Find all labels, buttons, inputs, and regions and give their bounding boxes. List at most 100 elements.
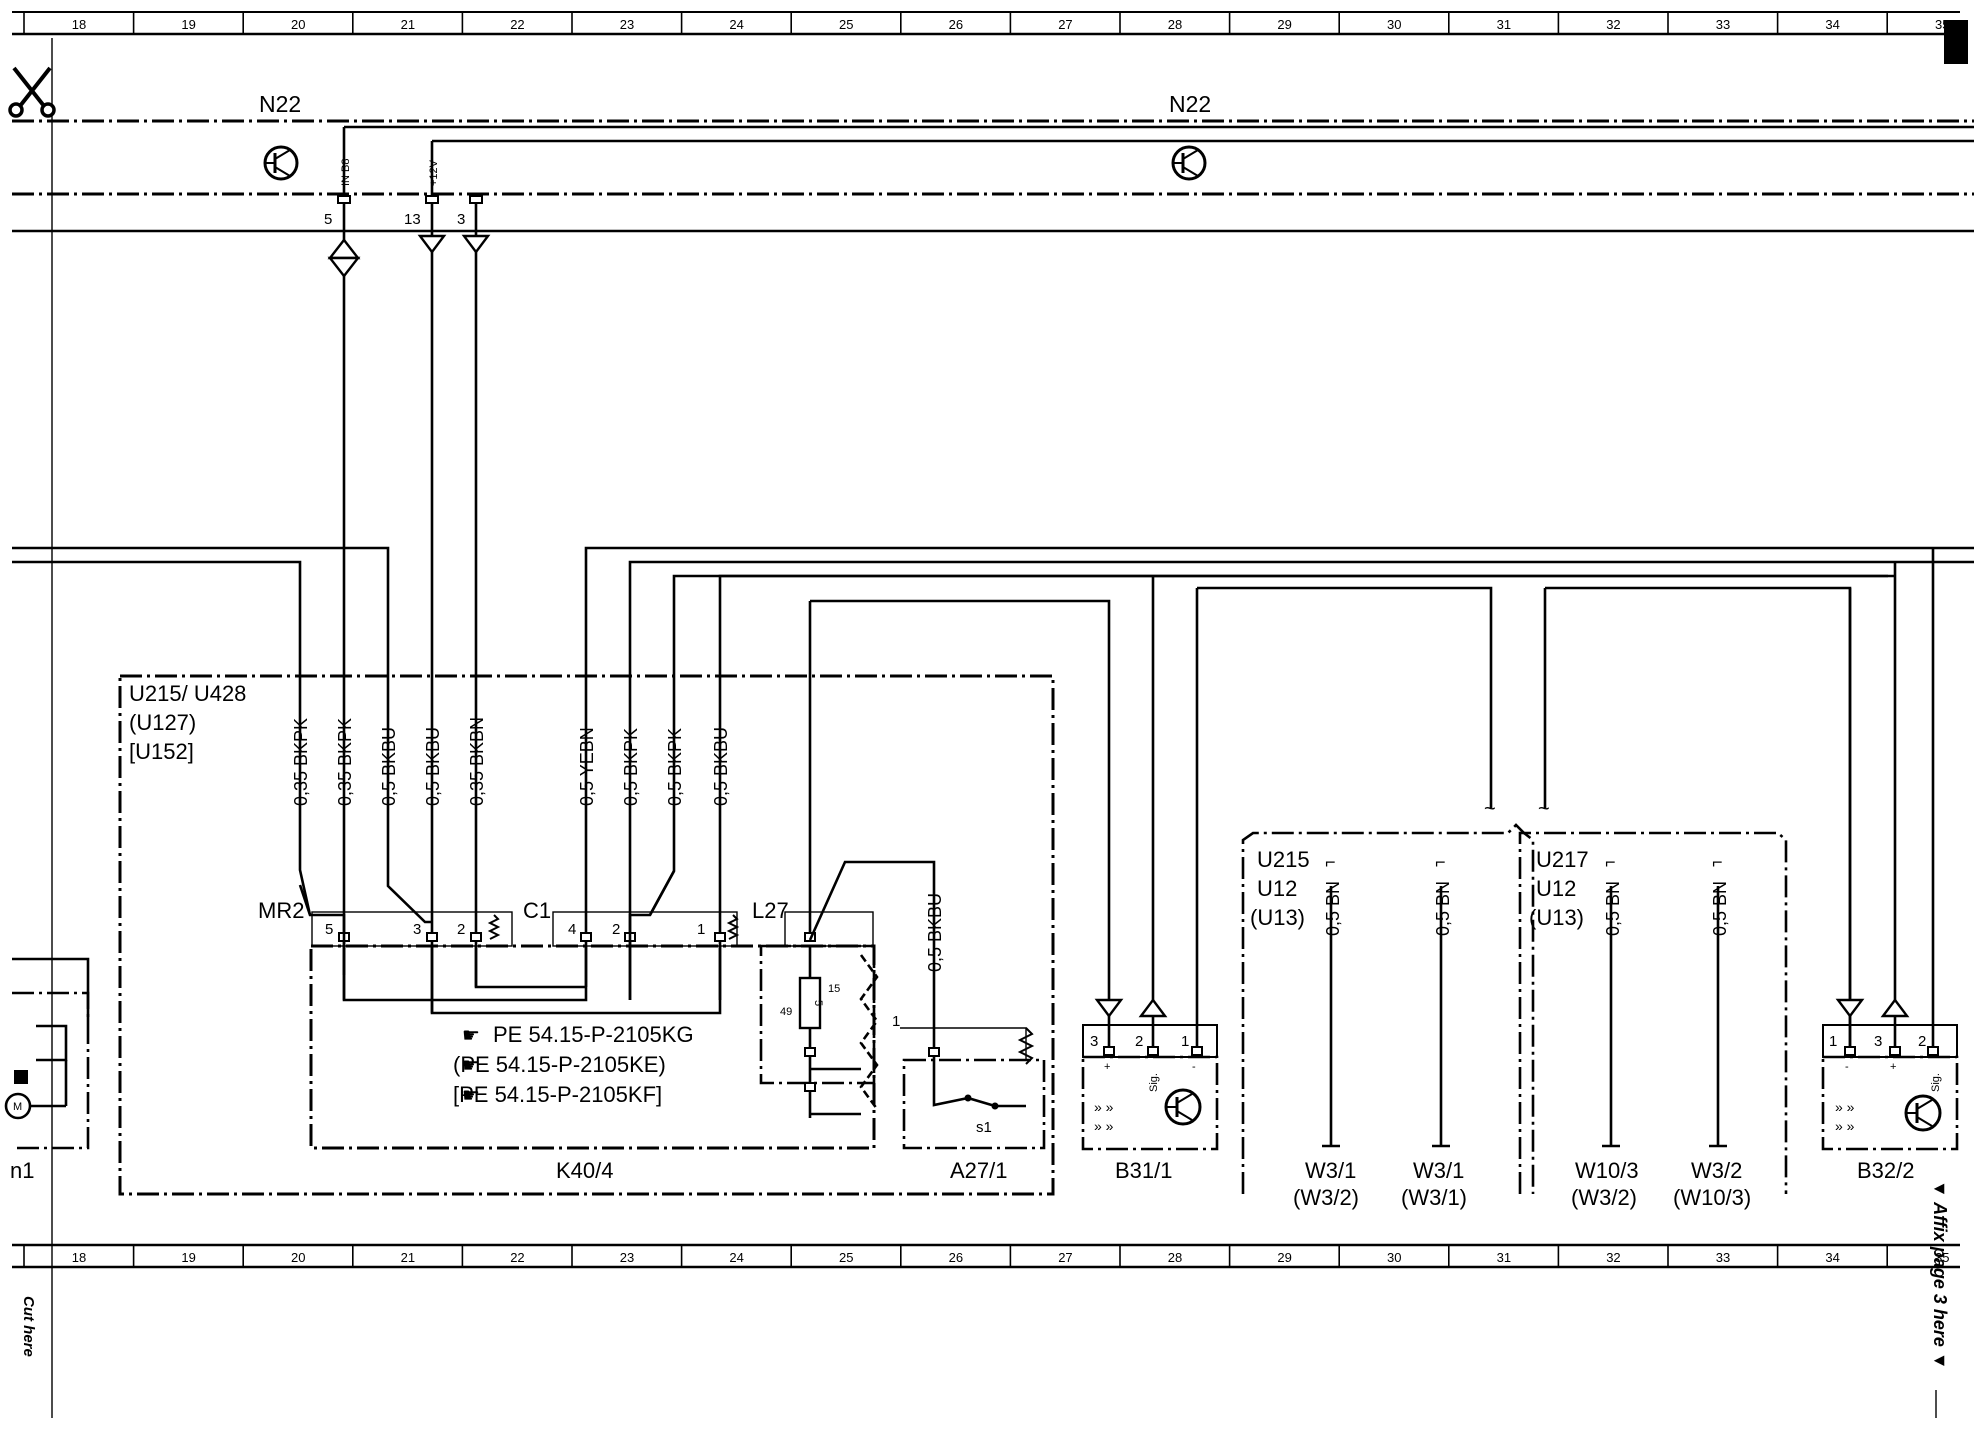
grid-column-number: 35 — [1935, 1250, 1949, 1265]
svg-text:3: 3 — [413, 921, 421, 938]
grid-column-number: 29 — [1277, 1250, 1291, 1265]
light-sensor-icon: » » — [1835, 1099, 1855, 1115]
b32-sensor: 1 3 2 - + Sig. » » » » — [1821, 1024, 1959, 1151]
reference-1: PE 54.15-P-2105KG — [493, 1022, 694, 1047]
output-arrow-icon — [461, 234, 491, 254]
svg-text:3: 3 — [1090, 1033, 1098, 1050]
light-sensor-icon: » » — [1094, 1099, 1114, 1115]
svg-text:U215: U215 — [1257, 847, 1310, 872]
cut-here-label: Cut here — [20, 1296, 37, 1357]
svg-text:1: 1 — [892, 1013, 900, 1030]
ground-point-w3-1-a: W3/1 — [1305, 1158, 1356, 1183]
k40-outer-boundary — [118, 674, 1055, 1196]
relay-housing — [759, 944, 876, 1085]
grid-column-number: 21 — [401, 1250, 415, 1265]
n22-transistor-icon-left — [263, 145, 299, 181]
n1-fragment: M — [4, 957, 90, 1150]
svg-text:5: 5 — [812, 1000, 824, 1006]
grid-column-number: 28 — [1168, 1250, 1182, 1265]
light-sensor-icon: » » — [1094, 1118, 1114, 1134]
scissors-icon — [8, 66, 56, 118]
grid-column-number: 22 — [510, 17, 524, 32]
grid-column-number: 30 — [1387, 17, 1401, 32]
n22-pin-3-number: 3 — [457, 211, 465, 228]
grid-column-number: 31 — [1497, 17, 1511, 32]
grid-column-number: 19 — [181, 17, 195, 32]
grid-column-number: 22 — [510, 1250, 524, 1265]
reference-list: ☛ ☛ ☛ PE 54.15-P-2105KG (PE 54.15-P-2105… — [453, 1022, 694, 1107]
grid-column-number: 25 — [839, 1250, 853, 1265]
wire-break-mark: ~ — [1538, 798, 1550, 820]
l27-relay: 5 49 15 — [759, 860, 936, 1118]
svg-text:(U13): (U13) — [1250, 905, 1305, 930]
b32-label: B32/2 — [1857, 1158, 1915, 1183]
bidirectional-arrow-icon — [327, 238, 361, 278]
svg-text:1: 1 — [1181, 1033, 1189, 1050]
hand-pointer-icon: ☛ — [462, 1085, 480, 1107]
grid-column-number: 26 — [949, 17, 963, 32]
n22-pin-3: 3 — [457, 195, 491, 987]
svg-text:U12: U12 — [1536, 876, 1576, 901]
a27-label: A27/1 — [950, 1158, 1008, 1183]
l27-connector-housing — [784, 911, 874, 947]
c1-pins: 4 2 1 — [568, 870, 740, 1000]
k40-variant-line-2: (U127) — [129, 710, 196, 735]
grid-column-number: 26 — [949, 1250, 963, 1265]
svg-text:s1: s1 — [976, 1119, 992, 1136]
svg-text:1: 1 — [697, 921, 705, 938]
svg-text:M: M — [13, 1101, 22, 1113]
transistor-icon — [1164, 1088, 1202, 1126]
b31-label: B31/1 — [1115, 1158, 1173, 1183]
c1-label: C1 — [523, 898, 551, 923]
ground-point-w3-2-alt: (W10/3) — [1673, 1185, 1751, 1210]
grid-column-number: 19 — [181, 1250, 195, 1265]
svg-text:0,5 BN: 0,5 BN — [1603, 881, 1623, 936]
wire-color-label: 0,35 BKPK — [335, 718, 355, 806]
n22-pin-13-number: 13 — [404, 211, 421, 228]
wire-color-label: 0,5 BKBU — [423, 727, 443, 806]
wire-break-mark: ~ — [1484, 798, 1496, 820]
svg-text:2: 2 — [1135, 1033, 1143, 1050]
transistor-icon — [1904, 1094, 1942, 1132]
svg-text:0,5 BN: 0,5 BN — [1710, 881, 1730, 936]
svg-text:-: - — [1192, 1061, 1196, 1073]
wire-color-label: 0,5 BKBU — [711, 727, 731, 806]
k40-module-box — [309, 944, 876, 1150]
breakpoint-icon: ⌐ — [1325, 852, 1336, 872]
svg-text:Sig.: Sig. — [1148, 1073, 1160, 1092]
affix-here-label: ▼ Affix page 3 here ▼ — [1930, 1180, 1950, 1370]
svg-text:15: 15 — [828, 983, 840, 995]
breakpoint-icon: ⌐ — [1435, 852, 1446, 872]
grid-column-number: 34 — [1825, 17, 1839, 32]
mr2-pins: 5 3 2 — [298, 884, 722, 1015]
n1-label: n1 — [10, 1158, 34, 1183]
output-arrow-icon — [417, 234, 447, 254]
grid-column-number: 24 — [729, 17, 743, 32]
mr2-connector-housing — [311, 911, 513, 947]
breakpoint-icon: ⌐ — [1605, 852, 1616, 872]
k40-variant-line-3: [U152] — [129, 739, 194, 764]
svg-text:+: + — [1890, 1061, 1896, 1073]
ground-group-right: U217 U12 (U13) 0,5 BN 0,5 BN ⌐ ⌐ — [1518, 831, 1788, 1194]
hand-pointer-icon: ☛ — [462, 1055, 480, 1077]
svg-text:-: - — [1845, 1061, 1849, 1073]
reference-3: [PE 54.15-P-2105KF] — [453, 1082, 662, 1107]
svg-text:1: 1 — [1829, 1033, 1837, 1050]
grid-column-number: 18 — [72, 17, 86, 32]
k40-variant-line-1: U215/ U428 — [129, 681, 246, 706]
grid-column-number: 33 — [1716, 17, 1730, 32]
ground-point-w3-1-a-alt: (W3/2) — [1293, 1185, 1359, 1210]
ground-group-left: U215 U12 (U13) 0,5 BN 0,5 BN ⌐ ⌐ — [1241, 823, 1535, 1194]
grid-column-number: 27 — [1058, 17, 1072, 32]
svg-text:49: 49 — [780, 1006, 792, 1018]
ground-point-w3-1-b-alt: (W3/1) — [1401, 1185, 1467, 1210]
grid-column-number: 32 — [1606, 17, 1620, 32]
svg-text:2: 2 — [457, 921, 465, 938]
b31-sensor: 3 2 1 + - Sig. » » » » — [1081, 1024, 1219, 1151]
ground-point-w3-2: W3/2 — [1691, 1158, 1742, 1183]
grid-column-number: 23 — [620, 1250, 634, 1265]
ground-point-w10-3-alt: (W3/2) — [1571, 1185, 1637, 1210]
a27-switch-module: 1 s1 — [892, 900, 1046, 1150]
